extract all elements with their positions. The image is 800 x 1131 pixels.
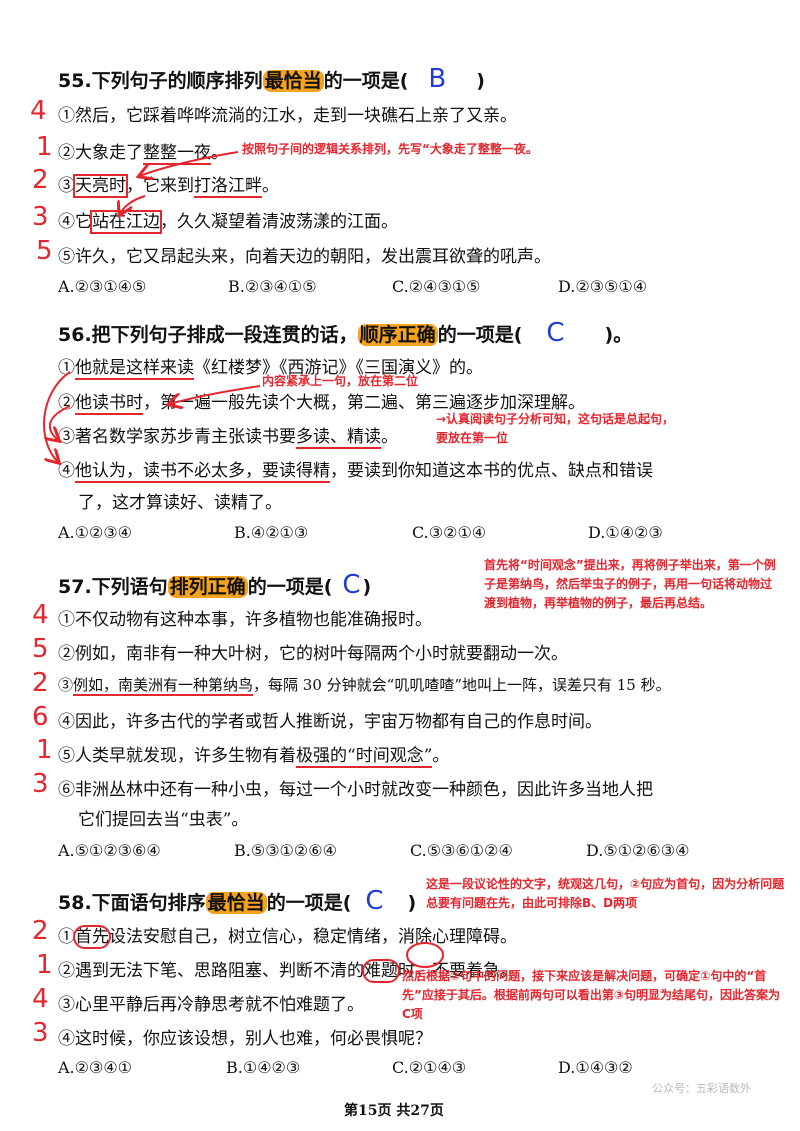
q55-line-4: ④它站在江边，久久凝望着清波荡漾的江面。 — [58, 210, 398, 234]
q55-line-3: ③天亮时，它来到打洛江畔。 — [58, 174, 279, 198]
q57-order-6: 3 — [32, 769, 49, 799]
q57-title: 57.下列语句排列正确的一项是(C) — [58, 570, 372, 600]
q57-order-2: 5 — [32, 634, 49, 664]
q57-line-4: ④因此，许多古代的学者或哲人推断说，宇宙万物都有自己的作息时间。 — [58, 712, 602, 732]
q56-option-a: A.①②③④ — [58, 523, 133, 542]
q58-option-b: B.①④②③ — [226, 1058, 301, 1077]
q58-order-1: 2 — [32, 916, 49, 946]
q57-option-b: B.⑤③①②⑥④ — [234, 841, 337, 860]
q57-line-7: 它们提回去当“虫表”。 — [78, 810, 249, 830]
q58-option-c: C.②①④③ — [392, 1058, 467, 1077]
q55-order-4: 3 — [32, 202, 49, 232]
q57-line-5: ⑤人类早就发现，许多生物有着极强的“时间观念”。 — [58, 746, 450, 768]
q58-option-a: A.②③④① — [58, 1058, 133, 1077]
q55-line-1: ①然后，它踩着哗哗流淌的江水，走到一块礁石上亲了又亲。 — [58, 106, 517, 126]
q57-note: 首先将“时间观念”提出来，再将例子举出来，第一个例子是第纳鸟，然后举虫子的例子，… — [484, 558, 776, 610]
q58-option-d: D.①④③② — [558, 1058, 633, 1077]
q56-title: 56.把下列句子排成一段连贯的话，顺序正确的一项是(C)。 — [58, 318, 633, 348]
q58-line-3: ③心里平静后再冷静思考就不怕难题了。 — [58, 995, 364, 1015]
q58-line-1: ①首先设法安慰自己，树立信心，稳定情绪，消除心理障碍。 — [58, 925, 517, 949]
q58-note-2: 然后根据②句中的问题，接下来应该是解决问题，可确定①句中的“首先”应接于其后。根… — [402, 969, 781, 1021]
q58-answer: C — [365, 886, 384, 916]
q58-order-3: 4 — [32, 984, 49, 1014]
q55-order-5: 5 — [36, 236, 53, 266]
q57-line-3: ③例如，南美洲有一种第纳鸟，每隔 30 分钟就会“叽叽喳喳”地叫上一阵，误差只有… — [58, 676, 671, 696]
q55-line-5: ⑤许久，它又昂起头来，向着天边的朝阳，发出震耳欲聋的吼声。 — [58, 247, 551, 267]
q55-option-a: A.②③①④⑤ — [58, 277, 147, 296]
q55-option-b: B.②③④①⑤ — [228, 277, 317, 296]
q55-order-1: 4 — [30, 96, 47, 126]
q57-line-1: ①不仅动物有这种本事，许多植物也能准确报时。 — [58, 610, 432, 630]
q57-answer: C — [342, 570, 361, 600]
q56-line-4: ④他认为，读书不必太多，要读得精，要读到你知道这本书的优点、缺点和错误 — [58, 461, 653, 483]
q58-line-4: ④这时候，你应该设想，别人也难，何必畏惧呢？ — [58, 1029, 432, 1049]
q55-order-2: 1 — [36, 132, 53, 162]
q56-option-d: D.①④②③ — [588, 523, 663, 542]
q57-option-c: C.⑤③⑥①②④ — [410, 841, 513, 860]
q55-option-d: D.②③⑤①④ — [558, 277, 648, 296]
q57-line-2: ②例如，南非有一种大叶树，它的树叶每隔两个小时就要翻动一次。 — [58, 644, 568, 664]
q56-line-1: ①他就是这样来读《红楼梦》《西游记》《三国演义》的。 — [58, 358, 483, 380]
q55-answer: B — [428, 64, 447, 94]
q58-title: 58.下面语句排序最恰当的一项是(C) — [58, 886, 417, 916]
watermark: 公众号：五彩语数外 — [652, 1082, 751, 1095]
q55-order-3: 2 — [32, 165, 49, 195]
q55-option-c: C.②④③①⑤ — [392, 277, 481, 296]
q57-order-5: 1 — [36, 735, 53, 765]
q58-note-1: 这是一段议论性的文字，统观这几句，②句应为首句，因为分析问题总要有问题在先，由此… — [426, 877, 785, 910]
q55-line-2: ②大象走了整整一夜。 — [58, 143, 228, 165]
q58-order-4: 3 — [32, 1018, 49, 1048]
q58-order-2: 1 — [36, 950, 53, 980]
q55-note: 按照句子间的逻辑关系排列，先写“大象走了整整一夜。 — [242, 142, 538, 156]
q56-answer: C — [546, 318, 565, 348]
q57-option-a: A.⑤①②③⑥④ — [58, 841, 161, 860]
page-footer: 第15页 共27页 — [344, 1103, 444, 1119]
q57-order-1: 4 — [32, 600, 49, 630]
q55-title: 55.下列句子的顺序排列最恰当的一项是(B) — [58, 64, 485, 94]
q57-order-3: 2 — [32, 668, 49, 698]
q57-line-6: ⑥非洲丛林中还有一种小虫，每过一个小时就改变一种颜色，因此许多当地人把 — [58, 780, 653, 800]
q56-note-1: 内容紧承上一句，放在第二位 — [262, 374, 419, 388]
q56-option-b: B.④②①③ — [234, 523, 309, 542]
q56-note-2: →认真阅读句子分析可知，这句话是总起句，要放在第一位 — [436, 412, 675, 445]
q56-line-3: ③著名数学家苏步青主张读书要多读、精读。 — [58, 427, 398, 449]
q56-option-c: C.③②①④ — [412, 523, 487, 542]
q57-option-d: D.⑤①②⑥③④ — [586, 841, 690, 860]
q57-order-4: 6 — [32, 702, 49, 732]
q56-line-5: 了，这才算读好、读精了。 — [78, 493, 282, 513]
